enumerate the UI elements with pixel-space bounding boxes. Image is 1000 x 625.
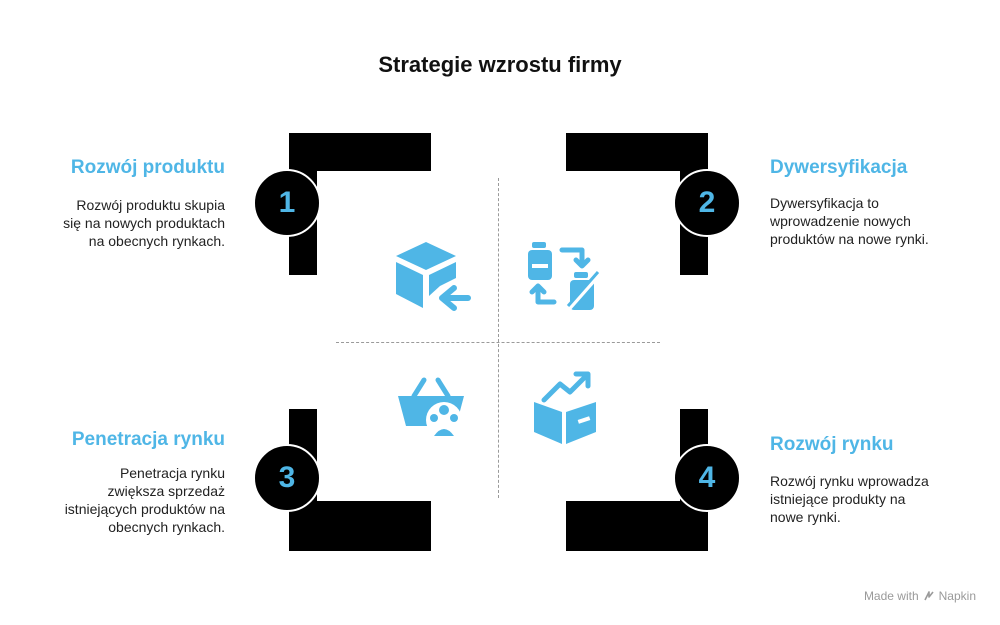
quadrant-1-description: Rozwój produktu skupia się na nowych pro… [63, 197, 225, 249]
quadrant-4-description: Rozwój rynku wprowadza istniejące produk… [770, 473, 929, 525]
badge-4: 4 [673, 444, 741, 512]
made-with-footer: Made with Napkin [863, 589, 976, 603]
corner-shape-1 [289, 133, 431, 275]
basket-icon [398, 377, 464, 438]
quadrant-4-title: Rozwój rynku [770, 434, 894, 455]
badge-1: 1 [253, 169, 321, 237]
box-arrow-icon [396, 242, 471, 311]
page-title: Strategie wzrostu firmy [378, 52, 622, 77]
box-growth-icon [534, 371, 596, 444]
horizontal-divider [336, 342, 660, 343]
badge-3: 3 [253, 444, 321, 512]
badge-2: 2 [673, 169, 741, 237]
quadrant-2-title: Dywersyfikacja [770, 157, 908, 178]
vertical-divider [498, 178, 499, 498]
quadrant-2-description: Dywersyfikacja to wprowadzenie nowych pr… [770, 195, 929, 247]
swap-products-icon [528, 242, 600, 312]
quadrant-1-title: Rozwój produktu [70, 157, 225, 178]
napkin-logo-icon [923, 591, 934, 601]
quadrant-3-description: Penetracja rynku zwiększa sprzedaż istni… [64, 465, 225, 535]
quadrant-3-title: Penetracja rynku [71, 429, 225, 450]
